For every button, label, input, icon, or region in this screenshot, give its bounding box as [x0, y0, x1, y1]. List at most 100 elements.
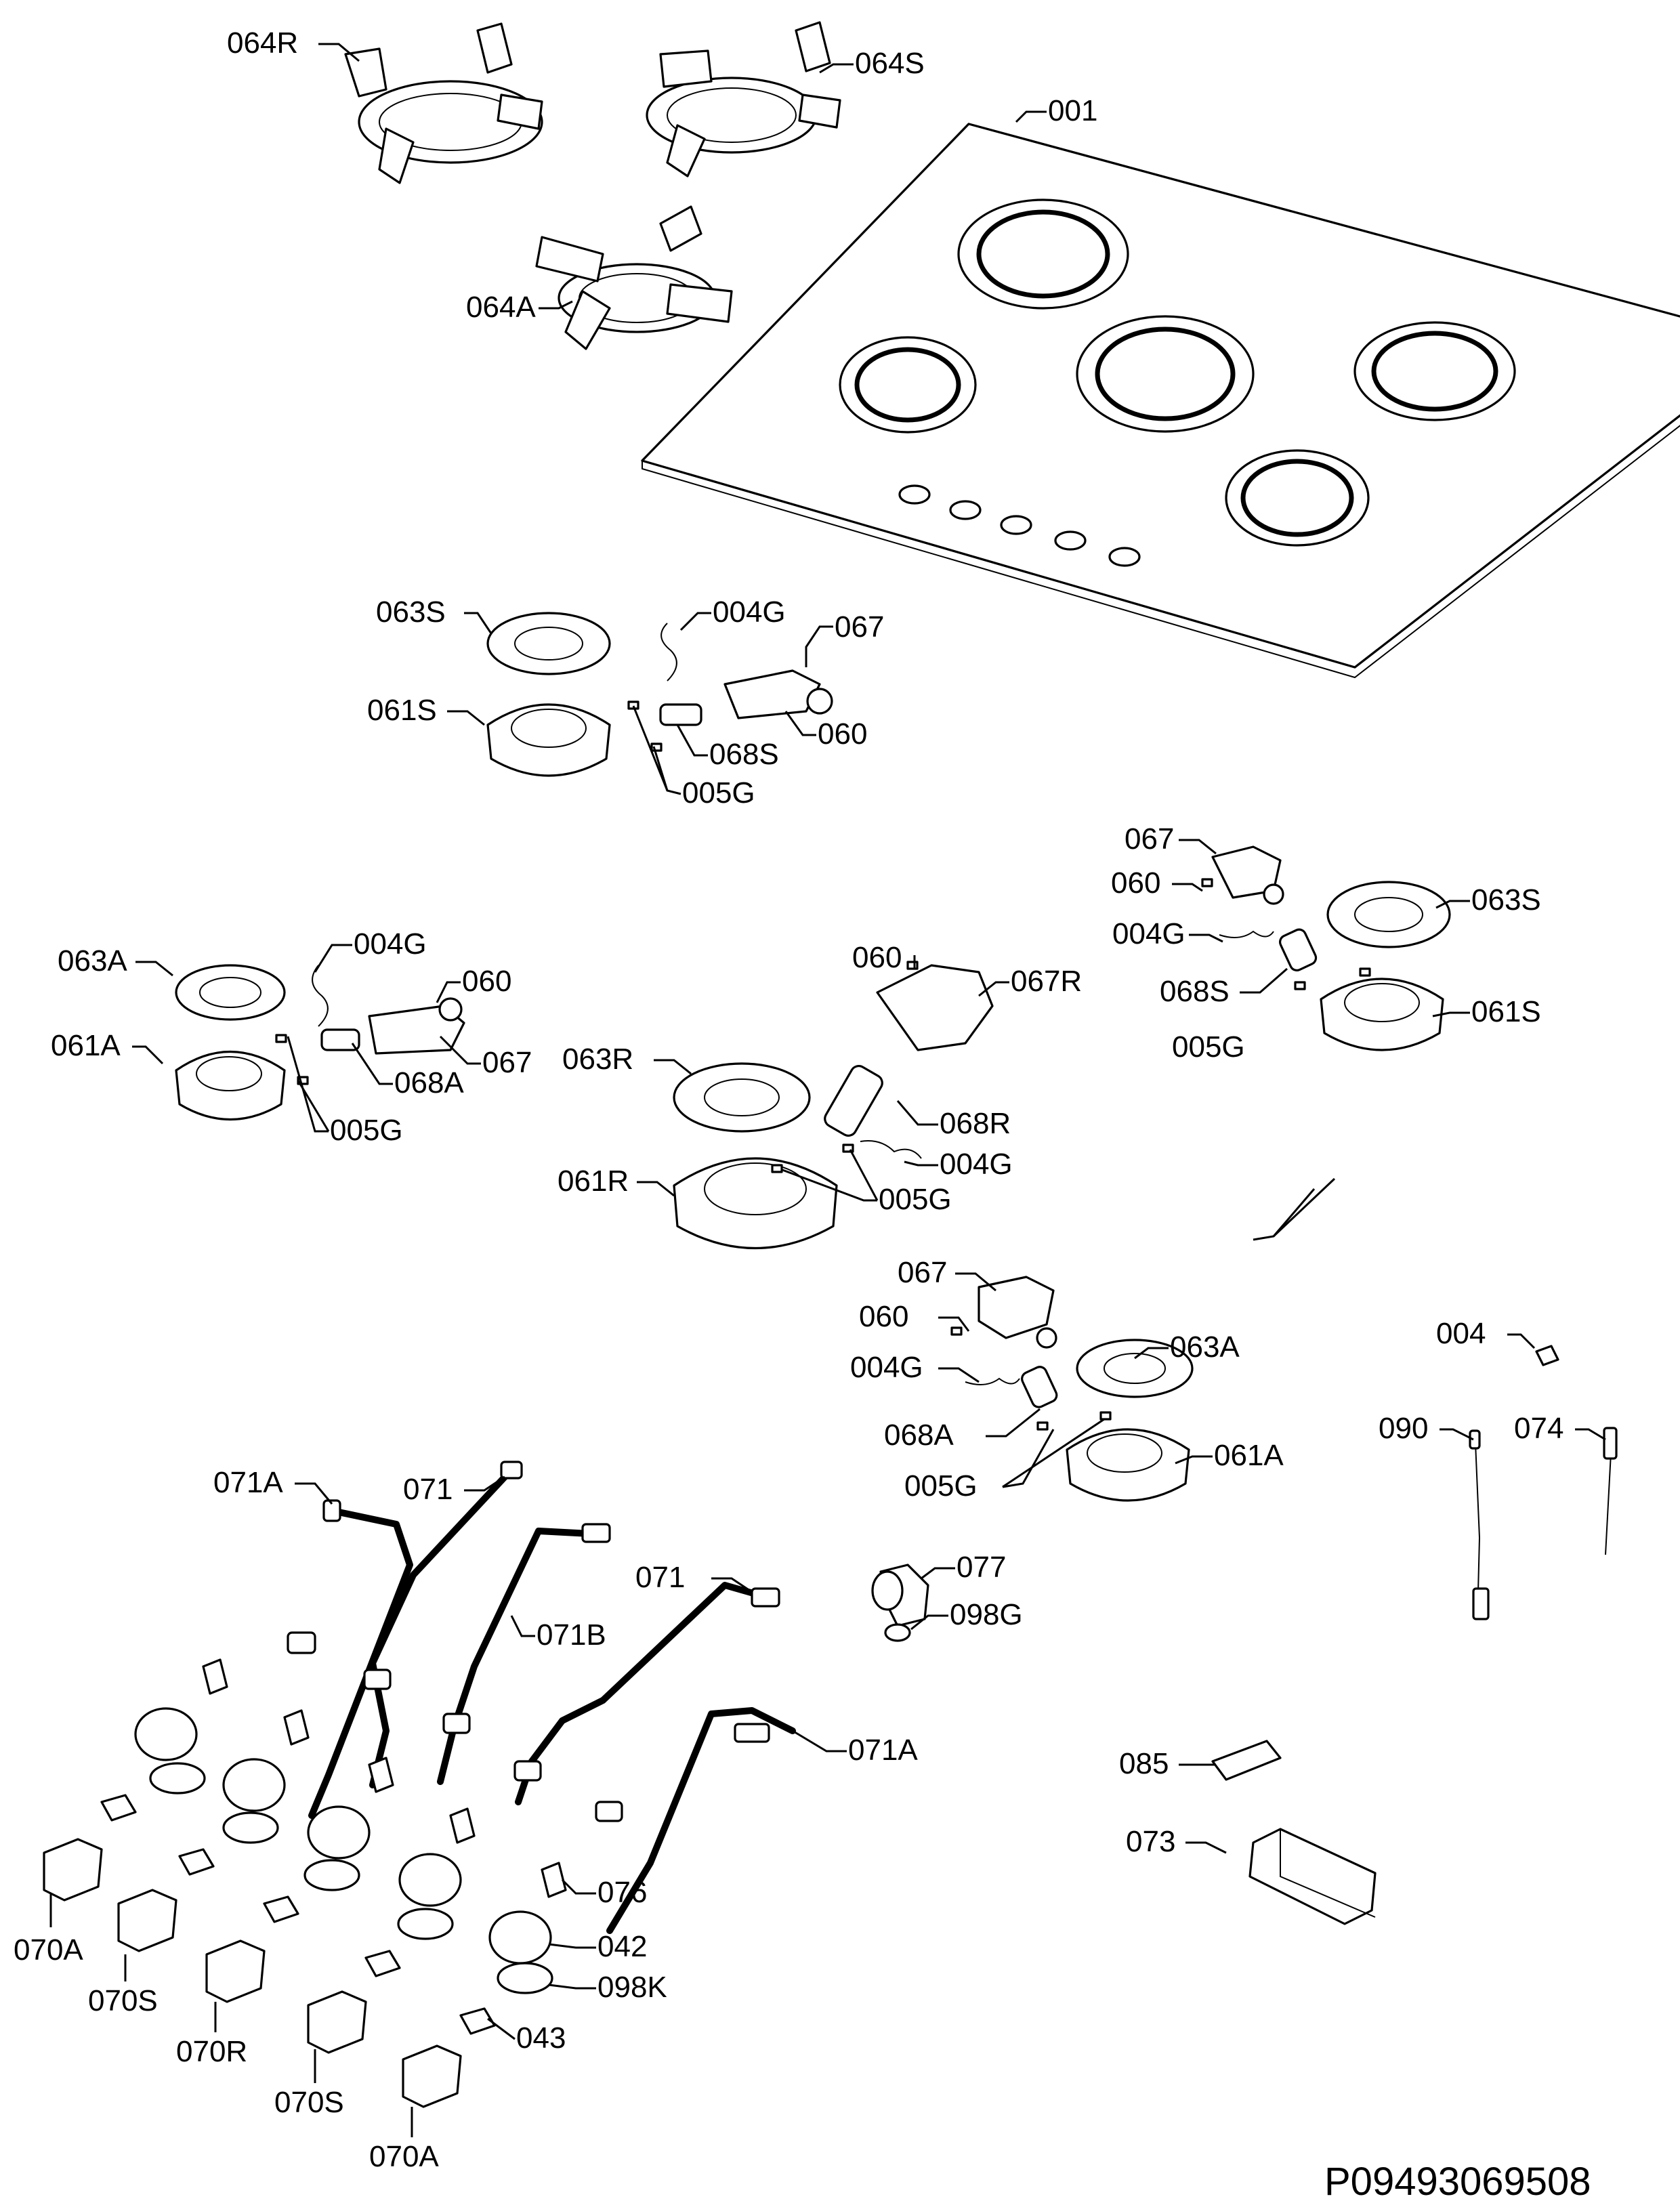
label-068S-a: 068S	[709, 738, 779, 771]
label-098K: 098K	[597, 1971, 667, 2004]
label-068R: 068R	[940, 1107, 1011, 1140]
label-060-c: 060	[462, 965, 511, 998]
gas-connector-067R	[876, 964, 994, 1051]
gas-pipe-071A-right	[595, 1707, 796, 1934]
label-068A-b: 068A	[884, 1419, 954, 1452]
label-060-a: 060	[818, 717, 867, 751]
pan-support-064A	[535, 205, 733, 350]
burner-body-061S	[486, 703, 611, 777]
clip-004G-b	[1219, 930, 1274, 938]
label-071A-a: 071A	[213, 1466, 283, 1499]
gas-pipe-071B	[437, 1523, 611, 1785]
label-064R: 064R	[227, 26, 298, 60]
pan-support-064R	[344, 22, 543, 184]
label-042: 042	[597, 1930, 647, 1963]
label-005G-c: 005G	[330, 1114, 403, 1147]
injector-068R	[824, 1064, 883, 1137]
clip-004G-c	[312, 965, 329, 1027]
burner-opening-centre	[1076, 315, 1255, 433]
label-071-b: 071	[635, 1561, 685, 1594]
label-063A-b: 063A	[1170, 1330, 1240, 1364]
gas-connector-067-b	[1211, 845, 1282, 899]
label-063S-a: 063S	[376, 595, 446, 629]
label-085: 085	[1119, 1747, 1169, 1780]
gas-pipe-071-right	[513, 1582, 780, 1805]
label-004G-e: 004G	[850, 1351, 923, 1384]
gas-pipe-071-left	[363, 1461, 523, 1788]
burner-group-s-top	[486, 612, 833, 777]
label-067-a: 067	[835, 610, 884, 644]
gas-connector-067	[723, 669, 821, 719]
burner-body-061A	[175, 1050, 286, 1120]
label-061A-a: 061A	[51, 1029, 121, 1062]
thermocouple-090	[1469, 1429, 1490, 1620]
label-068S-b: 068S	[1160, 975, 1230, 1008]
burner-cap-063S-b	[1326, 881, 1451, 948]
label-004G-b: 004G	[1112, 917, 1185, 950]
burner-group-a-left	[175, 964, 465, 1120]
label-063R: 063R	[562, 1043, 633, 1076]
label-067R: 067R	[1011, 965, 1082, 998]
spark-generator-073	[1248, 1828, 1377, 1925]
label-071-a: 071	[403, 1473, 453, 1506]
label-071B: 071B	[537, 1618, 606, 1652]
burner-body-061A-b	[1066, 1428, 1190, 1502]
ignition-electrode-074	[1603, 1427, 1618, 1555]
injector-068A	[320, 1028, 360, 1051]
gas-connector-067-e	[978, 1276, 1055, 1339]
injector-068S-b	[1278, 928, 1318, 971]
burner-opening-right	[1353, 321, 1516, 421]
elbow-connector-077	[871, 1564, 929, 1627]
clip-004G-d	[860, 1140, 922, 1159]
clip-004	[1535, 1345, 1559, 1366]
leader-lines	[49, 43, 1606, 2137]
burner-body-061R	[673, 1157, 838, 1250]
knob-clips-076	[202, 1658, 567, 1898]
knob-holes	[898, 484, 1141, 567]
label-063S-b: 063S	[1471, 883, 1541, 917]
label-067-c: 067	[482, 1046, 532, 1079]
label-004G-d: 004G	[940, 1148, 1013, 1181]
label-070S-a: 070S	[88, 1984, 158, 2017]
label-061R: 061R	[558, 1165, 629, 1198]
gas-pipe-071A-left	[287, 1499, 413, 1819]
pan-support-064S	[646, 21, 841, 177]
part-labels: 064R 064S 001 064A 063S 004G 067 061S 06…	[14, 26, 1591, 2203]
burner-cap-063A-b	[1076, 1339, 1194, 1398]
drawing-code: P09493069508	[1324, 2160, 1591, 2203]
clip-004G-e	[965, 1377, 1020, 1385]
label-005G-e: 005G	[904, 1469, 978, 1503]
label-061S-b: 061S	[1471, 995, 1541, 1028]
gas-connector-067-c	[368, 1005, 465, 1055]
label-070A-a: 070A	[14, 1933, 83, 1967]
label-067-e: 067	[898, 1256, 947, 1289]
label-005G-b: 005G	[1172, 1030, 1245, 1064]
injector-068A-b	[1021, 1366, 1058, 1408]
label-004G-c: 004G	[354, 927, 427, 961]
label-001: 001	[1048, 94, 1097, 127]
label-090: 090	[1379, 1412, 1428, 1445]
injector-068S	[659, 703, 702, 726]
label-043: 043	[516, 2021, 566, 2055]
burner-opening-rear	[957, 198, 1129, 310]
burner-opening-front	[1225, 449, 1370, 547]
label-060-e: 060	[859, 1300, 908, 1333]
label-061A-b: 061A	[1214, 1439, 1284, 1472]
washer-098G	[884, 1623, 911, 1642]
label-063A-a: 063A	[58, 944, 127, 978]
burner-body-061S-b	[1320, 978, 1444, 1051]
label-004: 004	[1436, 1317, 1486, 1350]
tap-microswitches-043	[100, 1794, 496, 2035]
label-070A-b: 070A	[369, 2140, 439, 2173]
label-061S-a: 061S	[367, 694, 437, 727]
burner-group-r	[673, 961, 994, 1250]
label-073: 073	[1126, 1825, 1175, 1858]
burner-cap-063A	[175, 964, 286, 1021]
hob-top-panel-001	[641, 123, 1680, 679]
burner-opening-left	[839, 336, 977, 434]
label-074: 074	[1514, 1412, 1563, 1445]
clip-004G	[660, 623, 677, 681]
label-070R: 070R	[176, 2035, 247, 2068]
label-004G-a: 004G	[713, 595, 786, 629]
